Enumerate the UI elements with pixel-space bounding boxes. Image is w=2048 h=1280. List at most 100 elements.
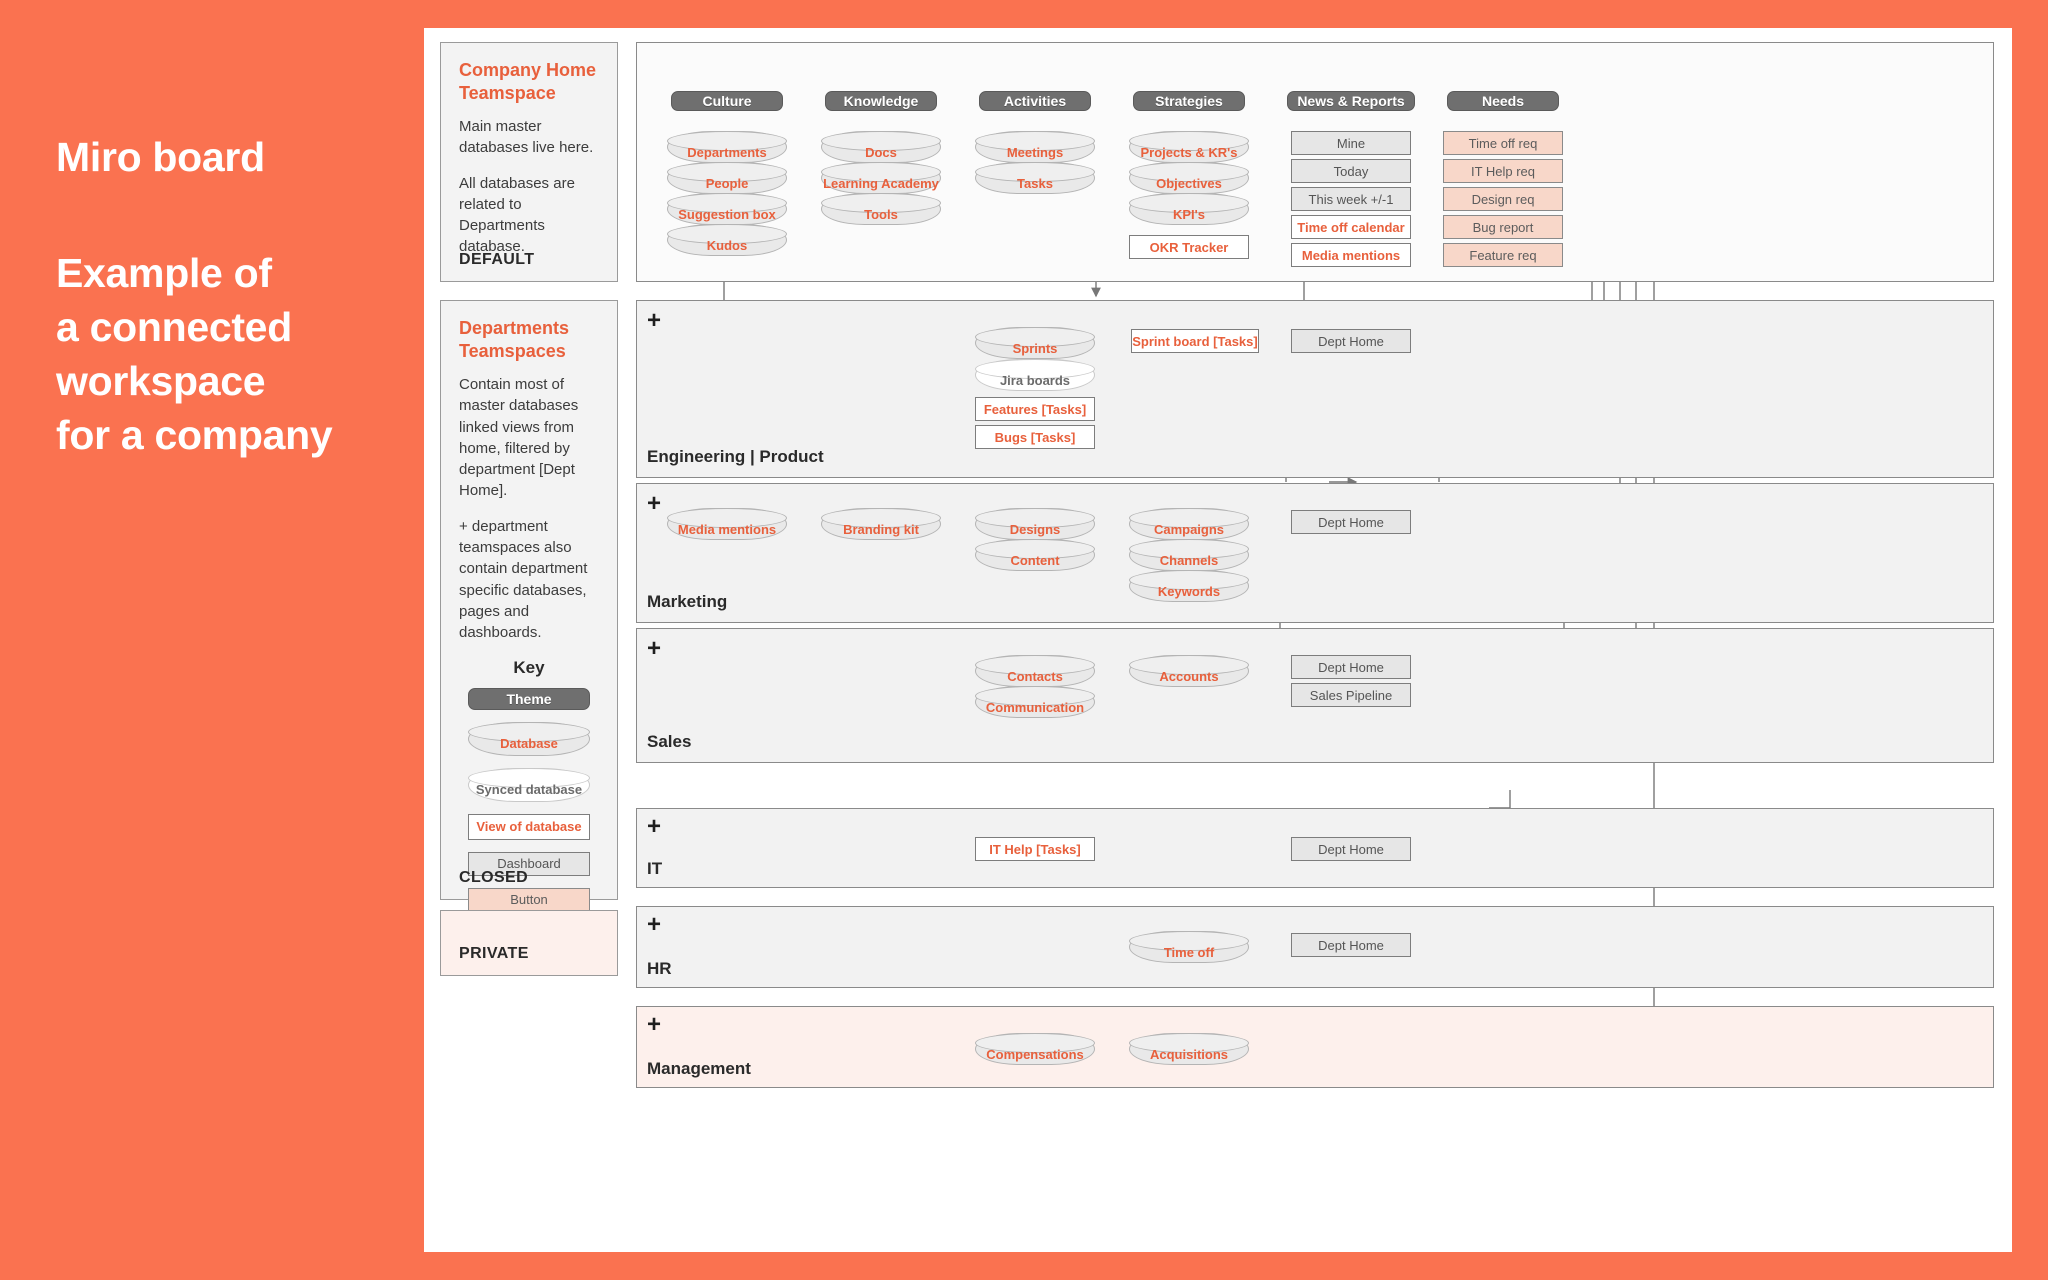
miro-board-canvas[interactable]: Company Home Teamspace Main master datab…	[424, 28, 2012, 1252]
note-home-status: DEFAULT	[459, 251, 535, 268]
note-home-p2: All databases are related to Departments…	[459, 174, 575, 256]
add-marketing-icon[interactable]: +	[647, 490, 662, 517]
view-okr-tracker[interactable]: OKR Tracker	[1129, 235, 1249, 259]
db-learning-academy[interactable]: Learning Academy	[821, 162, 941, 194]
note-home-title-l2: Teamspace	[459, 82, 556, 103]
key-legend: Theme Database Synced database View of d…	[459, 687, 599, 912]
db-docs[interactable]: Docs	[821, 131, 941, 163]
row-label-engineering: Engineering | Product	[647, 447, 824, 466]
theme-knowledge-label: Knowledge	[843, 93, 919, 109]
db-jira-boards[interactable]: Jira boards	[975, 359, 1095, 391]
db-suggestion-box[interactable]: Suggestion box	[667, 193, 787, 225]
panel-marketing[interactable]: + Marketing Media mentions Branding kit …	[636, 483, 1994, 623]
dashboard-sales-pipeline[interactable]: Sales Pipeline	[1291, 683, 1411, 707]
key-item-view-of-database: View of database	[468, 813, 590, 840]
note-company-home[interactable]: Company Home Teamspace Main master datab…	[440, 42, 618, 282]
db-keywords[interactable]: Keywords	[1129, 570, 1249, 602]
theme-culture[interactable]: Culture	[671, 91, 783, 111]
button-design-req[interactable]: Design req	[1443, 187, 1563, 211]
db-channels[interactable]: Channels	[1129, 539, 1249, 571]
db-meetings[interactable]: Meetings	[975, 131, 1095, 163]
theme-needs[interactable]: Needs	[1447, 91, 1559, 111]
key-item-dashboard: Dashboard	[468, 851, 590, 876]
board-title: Miro board	[56, 134, 265, 180]
key-label-dashboard: Dashboard	[497, 856, 561, 872]
db-communication[interactable]: Communication	[975, 686, 1095, 718]
panel-it[interactable]: + IT IT Help [Tasks] Dept Home	[636, 808, 1994, 888]
db-compensations[interactable]: Compensations	[975, 1033, 1095, 1065]
note-dept-status: CLOSED	[459, 869, 529, 886]
db-content[interactable]: Content	[975, 539, 1095, 571]
db-people[interactable]: People	[667, 162, 787, 194]
db-acquisitions[interactable]: Acquisitions	[1129, 1033, 1249, 1065]
theme-needs-label: Needs	[1481, 93, 1525, 109]
button-bug-report[interactable]: Bug report	[1443, 215, 1563, 239]
db-departments[interactable]: Departments	[667, 131, 787, 163]
panel-management[interactable]: + Management Compensations Acquisitions	[636, 1006, 1994, 1088]
view-it-help-tasks[interactable]: IT Help [Tasks]	[975, 837, 1095, 861]
add-it-icon[interactable]: +	[647, 813, 662, 840]
db-contacts[interactable]: Contacts	[975, 655, 1095, 687]
view-time-off-calendar[interactable]: Time off calendar	[1291, 215, 1411, 239]
key-item-theme: Theme	[468, 687, 590, 710]
db-accounts[interactable]: Accounts	[1129, 655, 1249, 687]
note-departments[interactable]: Departments Teamspaces Contain most of m…	[440, 300, 618, 912]
view-sprint-board-tasks[interactable]: Sprint board [Tasks]	[1131, 329, 1259, 353]
key-label-synced: Synced database	[475, 782, 583, 798]
db-kpis[interactable]: KPI's	[1129, 193, 1249, 225]
note-private-status: PRIVATE	[459, 945, 529, 962]
db-media-mentions-marketing[interactable]: Media mentions	[667, 508, 787, 540]
view-media-mentions[interactable]: Media mentions	[1291, 243, 1411, 267]
db-objectives[interactable]: Objectives	[1129, 162, 1249, 194]
view-features-tasks[interactable]: Features [Tasks]	[975, 397, 1095, 421]
panel-company-home[interactable]: Culture Departments People Suggestion bo…	[636, 42, 1994, 282]
dashboard-dept-home-sales[interactable]: Dept Home	[1291, 655, 1411, 679]
note-dept-p1: Contain most of master databases linked …	[459, 376, 579, 500]
subtitle-line-4: for a company	[56, 412, 333, 459]
button-feature-req[interactable]: Feature req	[1443, 243, 1563, 267]
theme-strategies[interactable]: Strategies	[1133, 91, 1245, 111]
dashboard-dept-home-engineering[interactable]: Dept Home	[1291, 329, 1411, 353]
db-tasks[interactable]: Tasks	[975, 162, 1095, 194]
theme-news-label: News & Reports	[1297, 93, 1405, 109]
db-designs[interactable]: Designs	[975, 508, 1095, 540]
button-time-off-req[interactable]: Time off req	[1443, 131, 1563, 155]
panel-engineering-product[interactable]: + Engineering | Product Sprints Jira boa…	[636, 300, 1994, 478]
note-private[interactable]: PRIVATE	[440, 910, 618, 976]
button-it-help-req[interactable]: IT Help req	[1443, 159, 1563, 183]
subtitle-line-1: Example of	[56, 250, 272, 297]
db-projects-krs[interactable]: Projects & KR's	[1129, 131, 1249, 163]
add-management-icon[interactable]: +	[647, 1011, 662, 1038]
add-sales-icon[interactable]: +	[647, 635, 662, 662]
panel-sales[interactable]: + Sales Contacts Communication Accounts …	[636, 628, 1994, 763]
db-campaigns[interactable]: Campaigns	[1129, 508, 1249, 540]
note-home-p1: Main master databases live here.	[459, 118, 594, 157]
db-tools[interactable]: Tools	[821, 193, 941, 225]
view-bugs-tasks[interactable]: Bugs [Tasks]	[975, 425, 1095, 449]
dashboard-dept-home-hr[interactable]: Dept Home	[1291, 933, 1411, 957]
db-branding-kit[interactable]: Branding kit	[821, 508, 941, 540]
subtitle-line-2: a connected	[56, 304, 292, 351]
add-engineering-icon[interactable]: +	[647, 307, 662, 334]
dashboard-mine[interactable]: Mine	[1291, 131, 1411, 155]
dashboard-today[interactable]: Today	[1291, 159, 1411, 183]
db-sprints[interactable]: Sprints	[975, 327, 1095, 359]
board-subtitle: Example of a connected workspace for a c…	[56, 246, 416, 462]
dashboard-dept-home-marketing[interactable]: Dept Home	[1291, 510, 1411, 534]
row-label-management: Management	[647, 1059, 751, 1078]
left-title-block: Miro board Example of a connected worksp…	[56, 130, 416, 463]
dashboard-this-week[interactable]: This week +/-1	[1291, 187, 1411, 211]
add-hr-icon[interactable]: +	[647, 911, 662, 938]
theme-knowledge[interactable]: Knowledge	[825, 91, 937, 111]
theme-news-reports[interactable]: News & Reports	[1287, 91, 1415, 111]
panel-hr[interactable]: + HR Time off Dept Home	[636, 906, 1994, 988]
dashboard-dept-home-it[interactable]: Dept Home	[1291, 837, 1411, 861]
db-time-off[interactable]: Time off	[1129, 931, 1249, 963]
theme-culture-label: Culture	[702, 93, 752, 109]
theme-activities[interactable]: Activities	[979, 91, 1091, 111]
key-label-view: View of database	[476, 819, 582, 835]
note-dept-title-l1: Departments	[459, 318, 570, 338]
db-kudos[interactable]: Kudos	[667, 224, 787, 256]
row-label-it: IT	[647, 859, 663, 878]
row-label-sales: Sales	[647, 732, 692, 751]
